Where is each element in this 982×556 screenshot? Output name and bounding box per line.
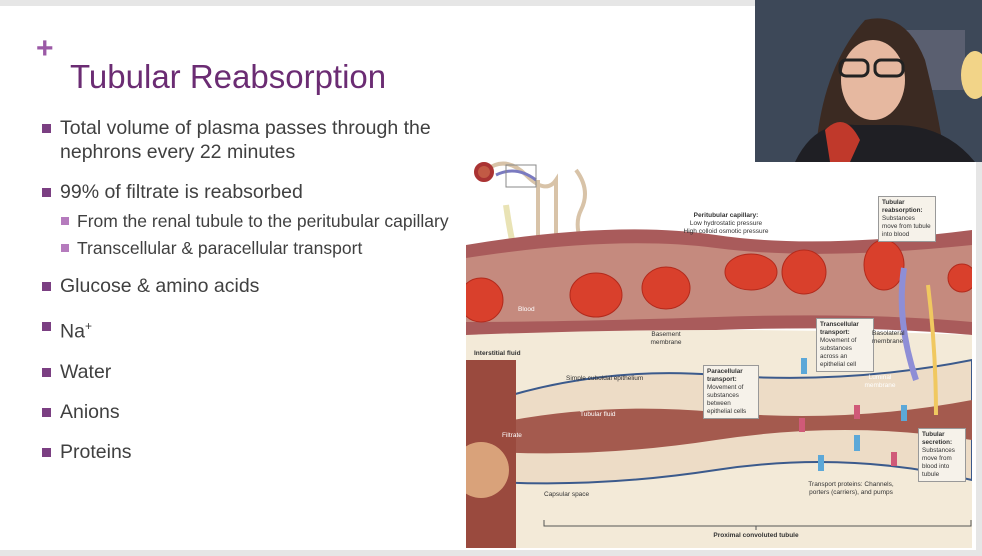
- tubular-reabsorption-box: Tubular reabsorption:Substances move fro…: [878, 196, 936, 242]
- webcam-video: [755, 0, 982, 162]
- presenter-video-feed: [755, 0, 982, 162]
- label-line: High colloid osmotic pressure: [683, 228, 769, 235]
- box-title: Paracellular transport:: [707, 368, 743, 383]
- paracellular-transport-box: Paracellular transport:Movement of subst…: [703, 365, 759, 419]
- bullet: Na+: [42, 314, 462, 344]
- box-text: Substances move from tubule into blood: [882, 215, 931, 238]
- basolateral-membrane-label: Basolateral membrane: [872, 330, 905, 345]
- label-title: Peritubular capillary:: [693, 212, 759, 219]
- transport-proteins-label: Transport proteins: Channels, porters (c…: [808, 481, 894, 496]
- basement-membrane-label: Basement membrane: [650, 331, 682, 346]
- bullet: Anions: [42, 400, 462, 424]
- luminal-membrane-label: Luminal membrane: [864, 374, 896, 389]
- tubular-secretion-box: Tubular secretion:Substances move from b…: [918, 428, 966, 482]
- tubular-reabsorption-diagram: Peritubular capillary:Low hydrostatic pr…: [453, 150, 977, 548]
- box-text: Substances move from blood into tubule: [922, 447, 955, 478]
- bullet: 99% of filtrate is reabsorbed: [42, 180, 462, 204]
- bullet: Total volume of plasma passes through th…: [42, 116, 462, 164]
- box-text: Movement of substances between epithelia…: [707, 384, 747, 415]
- proximal-convoluted-tubule-label: Proximal convoluted tubule: [713, 532, 799, 539]
- bullet-list: Total volume of plasma passes through th…: [42, 116, 462, 480]
- bullet-text: Na: [60, 320, 85, 343]
- box-title: Tubular secretion:: [922, 431, 953, 446]
- box-title: Transcellular transport:: [820, 321, 859, 336]
- box-text: Movement of substances across an epithel…: [820, 337, 857, 368]
- capsular-space-label: Capsular space: [544, 491, 590, 498]
- peritubular-capillary-label: Peritubular capillary:Low hydrostatic pr…: [666, 212, 786, 236]
- sub-bullet: Transcellular & paracellular transport: [42, 237, 462, 260]
- bullet: Water: [42, 360, 462, 384]
- bullet: Glucose & amino acids: [42, 274, 462, 298]
- box-title: Tubular reabsorption:: [882, 199, 923, 214]
- diagram-illustration: [453, 161, 977, 548]
- blood-label: Blood: [518, 306, 535, 313]
- interstitial-fluid-label: Interstitial fluid: [474, 350, 521, 357]
- plus-icon: +: [36, 32, 54, 65]
- label-line: Low hydrostatic pressure: [689, 220, 763, 227]
- bullet: Proteins: [42, 440, 462, 464]
- sub-bullet: From the renal tubule to the peritubular…: [42, 210, 462, 233]
- slide-title: Tubular Reabsorption: [70, 58, 387, 95]
- simple-cuboidal-epithelium-label: Simple cuboidal epithelium: [566, 375, 644, 382]
- tubular-fluid-label: Tubular fluid: [580, 411, 616, 418]
- superscript: +: [84, 319, 92, 333]
- filtrate-label: Filtrate: [502, 432, 522, 439]
- transcellular-transport-box: Transcellular transport:Movement of subs…: [816, 318, 874, 372]
